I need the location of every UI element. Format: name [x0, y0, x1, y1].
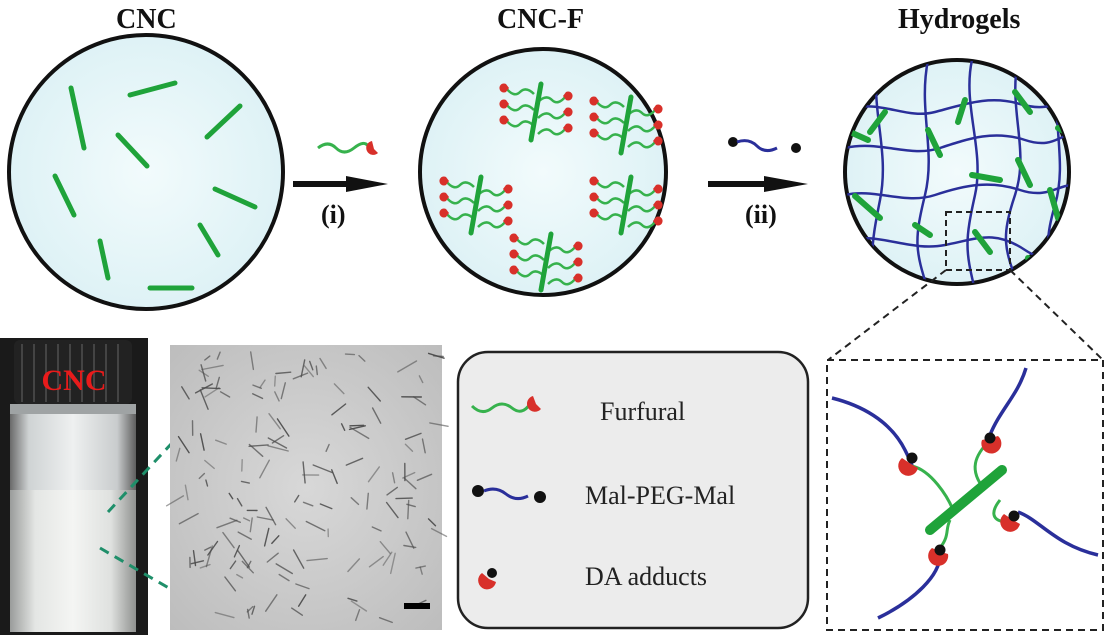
tem-image: [167, 345, 449, 630]
title-cnc-f: CNC-F: [497, 4, 584, 36]
tem-fiber: [350, 425, 364, 426]
step-i-arrow: [293, 141, 388, 192]
title-hydrogels: Hydrogels: [898, 4, 1020, 36]
furfural-reagent-icon: [318, 141, 378, 155]
tem-fiber: [396, 498, 412, 499]
legend-label-furfural: Furfural: [600, 397, 685, 426]
scale-bar: [404, 603, 430, 609]
step-ii-arrow: [708, 137, 808, 192]
crosslink-zoom-inset: [827, 360, 1103, 630]
step-label-i: (i): [321, 200, 346, 230]
legend: Furfural Mal-PEG-Mal DA adducts: [458, 352, 808, 628]
step-label-ii: (ii): [745, 200, 777, 230]
tem-fiber: [316, 366, 317, 374]
legend-label-mal-peg-mal: Mal-PEG-Mal: [585, 481, 735, 510]
hydrogel-circle: [845, 60, 1080, 290]
cnc-vial-photo: CNC: [0, 338, 148, 635]
tem-fiber: [346, 354, 355, 355]
title-cnc: CNC: [116, 4, 177, 36]
cnc-circle: [9, 35, 283, 309]
tem-fiber: [408, 501, 409, 519]
mal-peg-mal-reagent-icon: [728, 137, 801, 153]
cnc-f-circle: [420, 49, 666, 295]
tem-fiber: [275, 376, 276, 386]
legend-label-da-adducts: DA adducts: [585, 562, 707, 591]
vial-label: CNC: [42, 364, 107, 397]
